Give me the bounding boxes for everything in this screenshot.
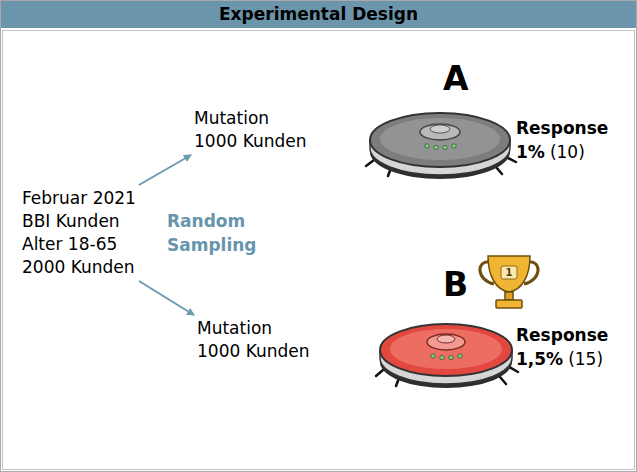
node-text: Mutation xyxy=(194,107,307,130)
robot-vacuum-grey-part-part xyxy=(452,144,456,148)
robot-vacuum-grey xyxy=(366,113,516,179)
response-count: (10) xyxy=(550,141,585,163)
robot-vacuum-grey-part xyxy=(430,125,450,133)
trophy-icon xyxy=(480,256,538,308)
trophy-icon-part xyxy=(488,256,530,292)
robot-vacuum-grey-part xyxy=(380,118,500,160)
node-text: BBI Kunden xyxy=(22,210,136,233)
node-text: Februar 2021 xyxy=(22,187,136,210)
text-block-node: Februar 2021BBI KundenAlter 18-652000 Ku… xyxy=(19,185,139,281)
robot-vacuum-red-part xyxy=(427,334,465,350)
robot-vacuum-grey-part xyxy=(370,113,510,167)
node-text: Mutation xyxy=(197,317,310,340)
response-text: 1% xyxy=(516,141,545,163)
robot-vacuum-red-part xyxy=(390,329,502,369)
robot-vacuum-grey-part xyxy=(425,144,456,150)
variant-letter: A xyxy=(443,60,469,98)
text-block-node: Mutation1000 Kunden xyxy=(191,105,310,155)
robot-vacuum-red-part xyxy=(380,324,512,376)
trophy-icon-part xyxy=(501,266,517,279)
title-text: Experimental Design xyxy=(1,1,636,28)
response-text: 1,5% xyxy=(516,348,563,370)
robot-vacuum-red-part-part xyxy=(449,355,453,359)
response-text: Response xyxy=(516,117,608,139)
response-text: Response xyxy=(516,324,608,346)
robot-vacuum-grey-part-part xyxy=(425,144,429,148)
trophy-number: 1 xyxy=(506,267,513,278)
node-text: 1000 Kunden xyxy=(194,130,307,153)
response-count: (15) xyxy=(568,348,603,370)
trophy-icon-part xyxy=(505,292,513,300)
trophy-icon-part xyxy=(496,300,522,308)
robot-vacuum-red xyxy=(376,324,518,388)
sampling-arrow xyxy=(139,155,191,185)
robot-vacuum-grey-part-part xyxy=(434,145,438,149)
sampling-arrow xyxy=(139,281,194,315)
node-text: 1000 Kunden xyxy=(197,340,310,363)
robot-vacuum-grey-part-part xyxy=(443,145,447,149)
robot-vacuum-grey-part xyxy=(420,124,460,140)
robot-vacuum-red-part-part xyxy=(440,355,444,359)
node-text: Alter 18-65 xyxy=(22,233,136,256)
node-text: 2000 Kunden xyxy=(22,256,136,279)
robot-vacuum-red-part xyxy=(431,354,462,360)
robot-vacuum-red-part-part xyxy=(431,354,435,358)
sampling-label: Random Sampling xyxy=(167,209,257,257)
variant-letter: B xyxy=(443,266,468,304)
robot-vacuum-red-part xyxy=(437,335,455,343)
robot-vacuum-red-part-part xyxy=(458,354,462,358)
text-block-node: Mutation1000 Kunden xyxy=(194,315,313,365)
